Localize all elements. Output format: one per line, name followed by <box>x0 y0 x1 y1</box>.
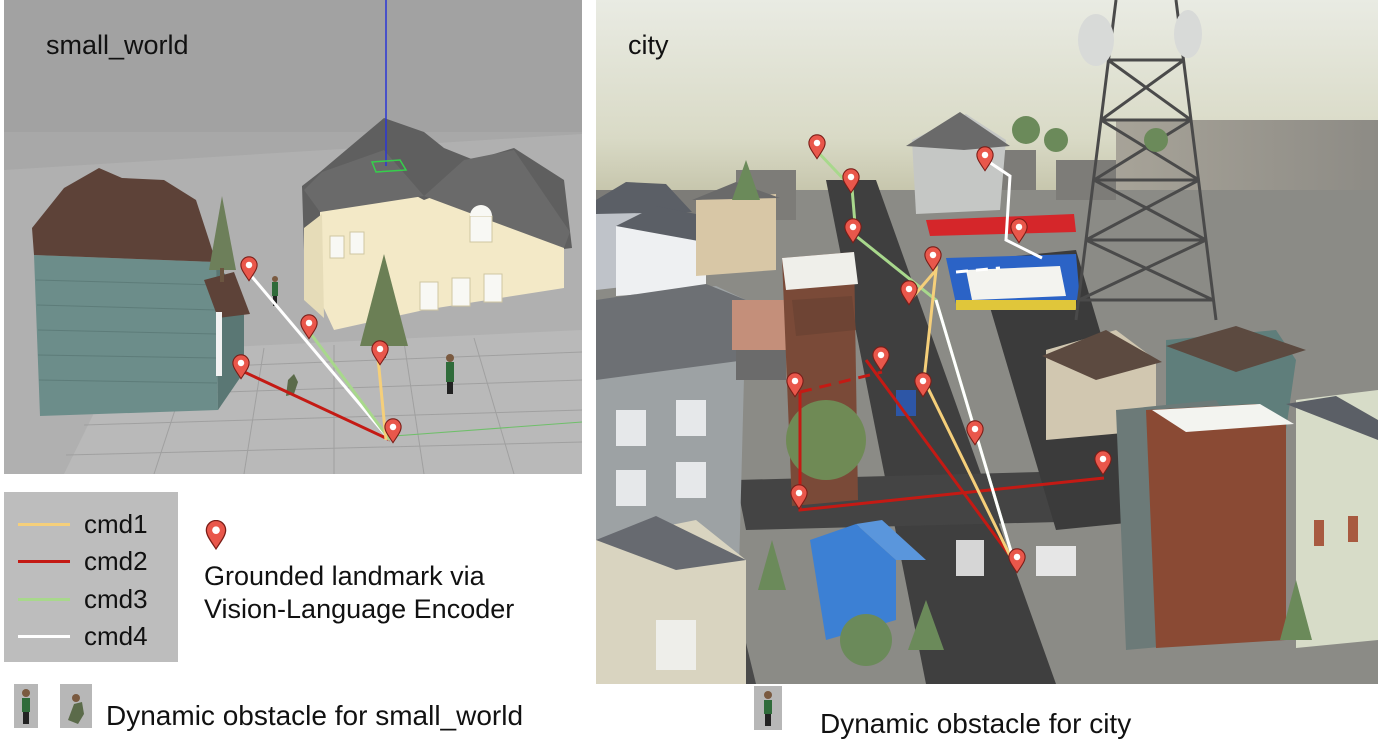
legend-item-cmd3: cmd3 <box>4 581 178 615</box>
crawling-figure-thumbnail <box>60 684 92 728</box>
pedestrian-thumbnail-city <box>754 686 782 730</box>
legend-swatch <box>18 560 70 563</box>
legend-swatch <box>18 598 70 601</box>
city-label: city <box>628 30 669 60</box>
dynamic-obstacle-city-caption: Dynamic obstacle for city <box>820 708 1132 739</box>
legend-item-cmd2: cmd2 <box>4 543 178 577</box>
legend-swatch <box>18 523 70 526</box>
small-world-render <box>4 0 582 474</box>
legend-label: cmd1 <box>84 509 148 539</box>
city-scene: city <box>596 0 1378 684</box>
small-world-label: small_world <box>46 30 189 60</box>
legend-swatch <box>18 635 70 638</box>
pedestrian-thumbnail <box>14 684 38 728</box>
command-legend: cmd1 cmd2 cmd3 cmd4 <box>4 492 178 662</box>
legend-label: cmd2 <box>84 546 148 576</box>
landmark-pin-icon <box>205 520 227 550</box>
landmark-caption: Grounded landmark via Vision-Language En… <box>204 560 514 626</box>
small-world-scene: small_world <box>4 0 582 474</box>
dynamic-obstacle-small-world-caption: Dynamic obstacle for small_world <box>106 700 524 731</box>
landmark-caption-line1: Grounded landmark via <box>204 561 485 591</box>
city-render <box>596 0 1378 684</box>
legend-item-cmd1: cmd1 <box>4 506 178 540</box>
legend-label: cmd3 <box>84 584 148 614</box>
landmark-caption-line2: Vision-Language Encoder <box>204 594 515 624</box>
legend-item-cmd4: cmd4 <box>4 618 178 652</box>
legend-label: cmd4 <box>84 621 148 651</box>
